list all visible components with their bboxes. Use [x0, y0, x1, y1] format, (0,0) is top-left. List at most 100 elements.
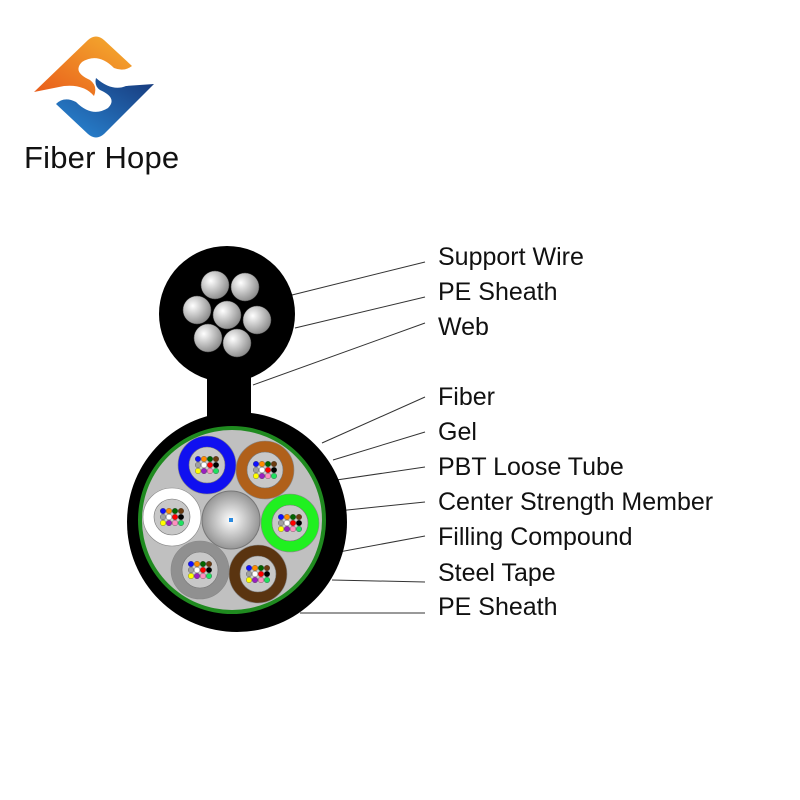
fiber: [200, 561, 206, 567]
fiber: [206, 567, 212, 573]
fiber: [246, 577, 252, 583]
fiber: [264, 571, 270, 577]
fiber: [188, 561, 194, 567]
fiber: [259, 467, 265, 473]
fiber: [188, 567, 194, 573]
fiber: [206, 573, 212, 579]
fiber: [259, 461, 265, 467]
label-filling-compound: Filling Compound: [438, 523, 633, 551]
fiber: [253, 461, 259, 467]
label-gel: Gel: [438, 418, 477, 446]
fiber: [278, 514, 284, 520]
csm-core: [229, 518, 233, 522]
fiber: [252, 577, 258, 583]
fiber: [188, 573, 194, 579]
steel-strand: [212, 300, 242, 330]
fiber: [278, 526, 284, 532]
fiber-hope-logo: [34, 36, 154, 138]
fiber: [207, 462, 213, 468]
fiber: [259, 473, 265, 479]
fiber: [252, 565, 258, 571]
leader-gel: [332, 431, 426, 461]
steel-strand: [193, 323, 223, 353]
fiber: [278, 520, 284, 526]
fiber: [271, 461, 277, 467]
fiber: [284, 514, 290, 520]
fiber: [201, 456, 207, 462]
leader-support-wire: [291, 261, 426, 296]
fiber: [246, 565, 252, 571]
fiber: [194, 573, 200, 579]
leader-steel-tape: [331, 579, 426, 583]
gel: [188, 446, 226, 484]
fiber: [271, 473, 277, 479]
fiber: [160, 520, 166, 526]
fiber: [172, 520, 178, 526]
fiber: [253, 467, 259, 473]
fiber: [178, 508, 184, 514]
fiber: [201, 462, 207, 468]
fiber: [271, 467, 277, 473]
steel-strand: [182, 295, 212, 325]
fiber: [207, 468, 213, 474]
fiber: [172, 508, 178, 514]
fiber: [172, 514, 178, 520]
support-wire-strands: [182, 270, 272, 358]
messenger: [159, 246, 295, 420]
loose-tubes: [142, 435, 320, 604]
fiber: [195, 462, 201, 468]
fiber: [201, 468, 207, 474]
logo-orange-shape: [34, 36, 132, 96]
fiber: [296, 526, 302, 532]
fiber: [213, 456, 219, 462]
fiber: [258, 571, 264, 577]
fiber: [265, 467, 271, 473]
fiber: [296, 520, 302, 526]
leader-lines: [249, 261, 426, 614]
gel: [239, 555, 277, 593]
label-support-wire: Support Wire: [438, 243, 584, 271]
fiber: [296, 514, 302, 520]
steel-strand: [222, 328, 252, 358]
fiber: [264, 565, 270, 571]
fiber: [265, 473, 271, 479]
fiber: [264, 577, 270, 583]
logo-blue-shape: [56, 78, 154, 138]
fiber: [246, 571, 252, 577]
fiber: [195, 468, 201, 474]
fiber: [160, 508, 166, 514]
fiber: [284, 520, 290, 526]
label-pe-sheath: PE Sheath: [438, 593, 558, 621]
fiber: [207, 456, 213, 462]
leader-pe-sheath-top: [294, 296, 426, 329]
fiber: [253, 473, 259, 479]
fiber: [160, 514, 166, 520]
gel: [246, 451, 284, 489]
gel: [153, 498, 191, 536]
fiber: [195, 456, 201, 462]
fiber: [166, 520, 172, 526]
fiber: [265, 461, 271, 467]
fiber: [166, 514, 172, 520]
gel: [181, 551, 219, 589]
label-steel-tape: Steel Tape: [438, 559, 556, 587]
fiber: [213, 462, 219, 468]
fiber: [200, 573, 206, 579]
fiber: [290, 520, 296, 526]
leader-fiber: [321, 396, 426, 444]
fiber: [258, 577, 264, 583]
fiber: [200, 567, 206, 573]
fiber: [290, 514, 296, 520]
label-web: Web: [438, 313, 489, 341]
fiber: [284, 526, 290, 532]
fiber: [194, 561, 200, 567]
gel: [271, 504, 309, 542]
label-pbt-loose-tube: PBT Loose Tube: [438, 453, 624, 481]
fiber: [258, 565, 264, 571]
label-fiber: Fiber: [438, 383, 495, 411]
fiber: [290, 526, 296, 532]
fiber: [213, 468, 219, 474]
fiber: [178, 514, 184, 520]
fiber: [166, 508, 172, 514]
